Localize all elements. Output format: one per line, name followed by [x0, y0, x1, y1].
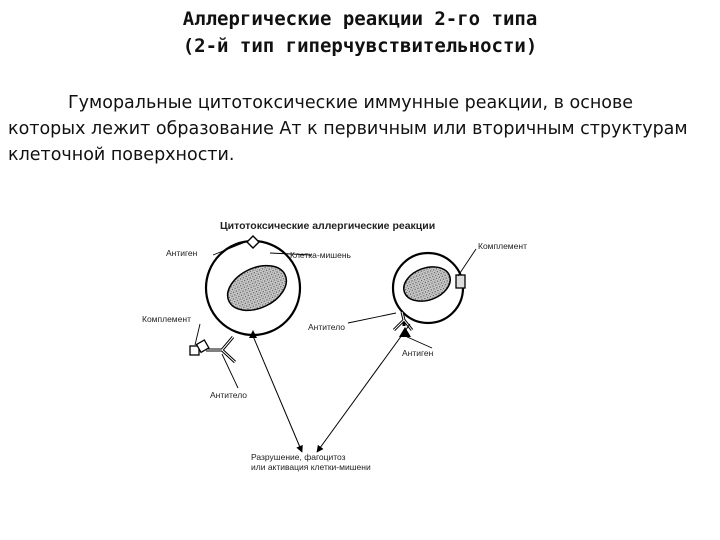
- slide-title-line-2: (2-й тип гиперчувствительности): [182, 35, 538, 57]
- label-complement-right: Комплемент: [478, 241, 527, 251]
- label-antibody-center: Антитело: [308, 322, 345, 332]
- label-result-line-1: Разрушение, фагоцитоз: [251, 452, 346, 462]
- right-target-cell: [391, 251, 466, 325]
- label-antibody-left: Антитело: [210, 390, 247, 400]
- left-target-cell: [204, 235, 302, 338]
- diagram-svg: Цитотоксические аллергические реакции: [142, 220, 527, 472]
- left-antibody: [189, 336, 237, 364]
- figure-title: Цитотоксические аллергические реакции: [220, 220, 435, 232]
- left-antigen-icon: [246, 235, 260, 249]
- label-result-line-2: или активация клетки-мишени: [251, 462, 371, 472]
- label-pointers: [194, 240, 477, 389]
- label-antigen-right: Антиген: [402, 348, 434, 358]
- flow-arrows: [252, 323, 411, 453]
- right-complement-icon: [455, 274, 466, 289]
- cytotoxic-reaction-diagram: Цитотоксические аллергические реакции: [140, 212, 560, 486]
- left-antigen-bottom-icon: [249, 330, 257, 338]
- definition-text: Гуморальные цитотоксические иммунные реа…: [8, 90, 714, 168]
- label-complement-left: Комплемент: [142, 314, 191, 324]
- left-complement-icon: [189, 345, 200, 356]
- definition-paragraph: Гуморальные цитотоксические иммунные реа…: [8, 93, 688, 165]
- slide-title-line-1: Аллергические реакции 2-го типа: [182, 8, 538, 30]
- slide-title: Аллергические реакции 2-го типа (2-й тип…: [0, 6, 720, 60]
- label-antigen-left: Антиген: [166, 248, 198, 258]
- label-target-cell: Клетка-мишень: [290, 250, 352, 260]
